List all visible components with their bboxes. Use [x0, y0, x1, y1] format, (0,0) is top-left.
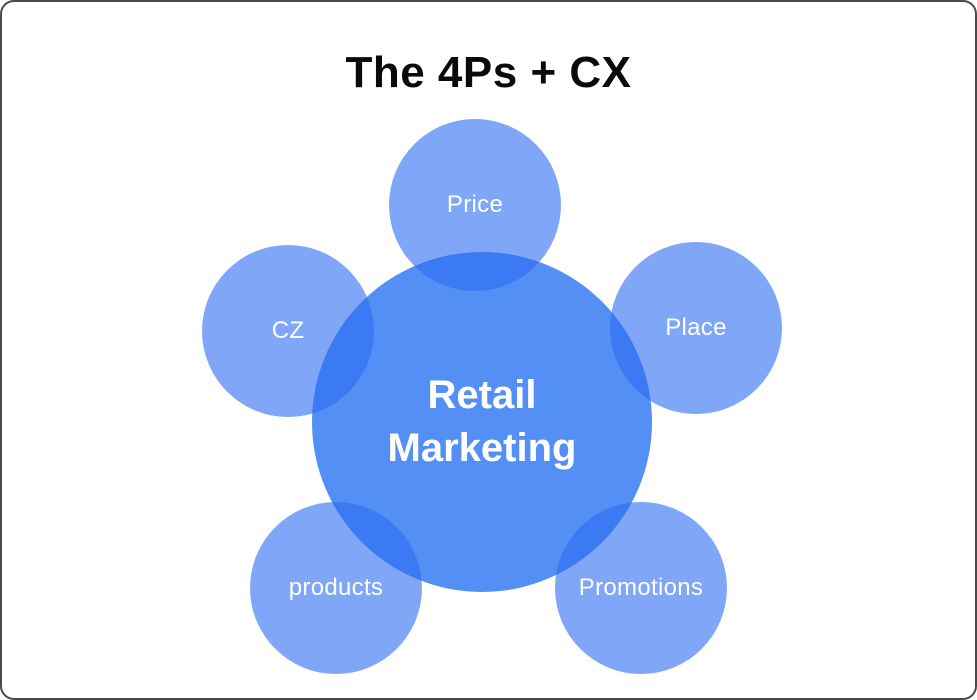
diagram-title: The 4Ps + CX: [345, 48, 632, 97]
circle-products: products: [250, 502, 422, 674]
circle-products-label: products: [288, 574, 384, 601]
circle-promotions: Promotions: [555, 502, 727, 674]
circle-place-label: Place: [665, 314, 727, 341]
circle-cz: CZ: [202, 245, 374, 417]
circle-price-label: Price: [446, 191, 504, 218]
circle-price: Price: [389, 119, 561, 291]
circle-cz-label: CZ: [271, 317, 305, 344]
circle-place: Place: [610, 242, 782, 414]
circle-promotions-label: Promotions: [578, 574, 704, 601]
circle-retail-marketing-label: Retail Marketing: [387, 373, 577, 470]
